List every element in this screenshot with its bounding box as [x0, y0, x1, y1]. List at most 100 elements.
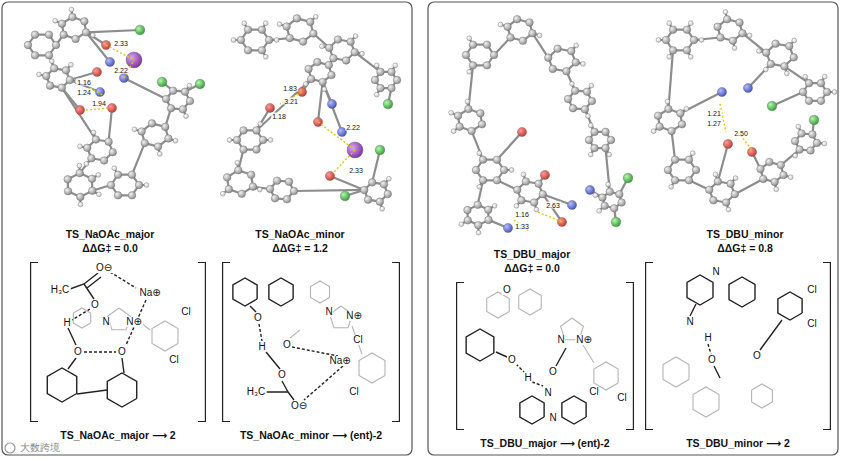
atom-ball [368, 179, 376, 187]
atom-ball [77, 193, 85, 201]
atom-ball [498, 22, 503, 27]
atom-ball [253, 127, 261, 135]
atom-label: N [685, 317, 694, 327]
bond-line [87, 277, 101, 288]
atom-ball [534, 207, 539, 212]
atom-label: N [324, 307, 333, 317]
atom-ball [465, 105, 473, 113]
bond-line [752, 384, 773, 408]
atom-ball [493, 177, 501, 185]
ts-caption: TS_NaOAc_minor [255, 229, 344, 240]
bond-line [556, 348, 566, 366]
bond-stick [62, 88, 96, 140]
atom-label: N⊕ [575, 335, 593, 345]
atom-ball [667, 54, 672, 59]
atom-ball [781, 62, 789, 70]
atom-ball [464, 217, 472, 225]
atom-ball [477, 151, 482, 156]
atom-ball [319, 78, 327, 86]
atom-ball [807, 147, 815, 155]
atom-label: Na⊕ [328, 356, 351, 366]
atom-ball [747, 147, 756, 156]
atom-ball [514, 204, 519, 209]
bracket-outline [645, 262, 831, 430]
atom-ball [64, 187, 72, 195]
atom-ball [805, 97, 813, 105]
atom-ball [777, 161, 785, 169]
atom-ball [77, 163, 82, 168]
bracket-outline [222, 262, 400, 422]
ball-and-stick-model [24, 7, 205, 207]
bond-line [708, 344, 711, 354]
atom-ball [581, 105, 589, 113]
atom-ball [685, 156, 693, 164]
atom-ball [500, 166, 508, 174]
atom-ball [671, 156, 679, 164]
atom-ball [96, 173, 101, 178]
atom-ball [327, 99, 336, 108]
atom-ball [763, 67, 768, 72]
atom-ball [611, 217, 621, 227]
atom-label: O [277, 370, 287, 380]
atom-ball [796, 146, 804, 154]
bond-line [310, 281, 329, 303]
atom-ball [479, 156, 487, 164]
bond-line [107, 373, 136, 407]
atom-ball [60, 31, 68, 39]
left-bracket [457, 283, 464, 430]
left-bracket [646, 263, 653, 430]
atom-ball [265, 36, 273, 44]
atom-label: N⊕ [125, 317, 143, 327]
atom-ball [757, 49, 762, 54]
bond-line [73, 308, 90, 328]
atom-ball [798, 130, 806, 138]
atom-ball [667, 21, 672, 26]
atom-ball [805, 79, 813, 87]
atom-ball [91, 130, 96, 135]
atom-label: Cl [806, 285, 817, 295]
atom-ball [668, 127, 676, 135]
atom-ball [231, 38, 236, 43]
atom-ball [247, 171, 255, 179]
atom-ball [325, 61, 333, 69]
atom-ball [717, 87, 726, 96]
atom-ball [225, 185, 233, 193]
atom-ball [109, 148, 117, 156]
atom-ball [227, 138, 232, 143]
atom-ball [244, 26, 252, 34]
atom-ball [743, 83, 752, 92]
distance-label: 2.33 [113, 40, 129, 47]
bond-stick [86, 32, 110, 62]
atom-ball [377, 84, 385, 92]
atom-ball [477, 110, 485, 118]
atom-ball [723, 139, 732, 148]
atom-ball [253, 146, 261, 154]
distance-label: 1.16 [514, 211, 530, 218]
atom-ball [793, 153, 798, 158]
atom-ball [618, 199, 626, 207]
atom-ball [100, 157, 108, 165]
atom-ball [92, 136, 100, 144]
atom-ball [92, 67, 101, 76]
atom-ball [334, 36, 342, 44]
atom-label: H [62, 318, 71, 328]
atom-ball [468, 127, 476, 135]
atom-ball [340, 191, 350, 201]
atom-label: Cl [616, 393, 627, 403]
atom-ball [58, 84, 66, 92]
atom-label: O [502, 285, 512, 295]
atom-ball [242, 21, 247, 26]
left-bracket [223, 263, 230, 422]
atom-ball [95, 87, 104, 96]
atom-ball [467, 36, 472, 41]
distance-label: 1.94 [91, 100, 107, 107]
atom-ball [132, 127, 137, 132]
atom-ball [684, 106, 689, 111]
right-bracket [392, 263, 399, 422]
atom-ball [757, 165, 765, 173]
atom-ball [186, 97, 194, 105]
atom-ball [274, 38, 279, 43]
atom-ball [588, 123, 593, 128]
atom-ball [347, 38, 355, 46]
atom-ball [774, 187, 779, 192]
